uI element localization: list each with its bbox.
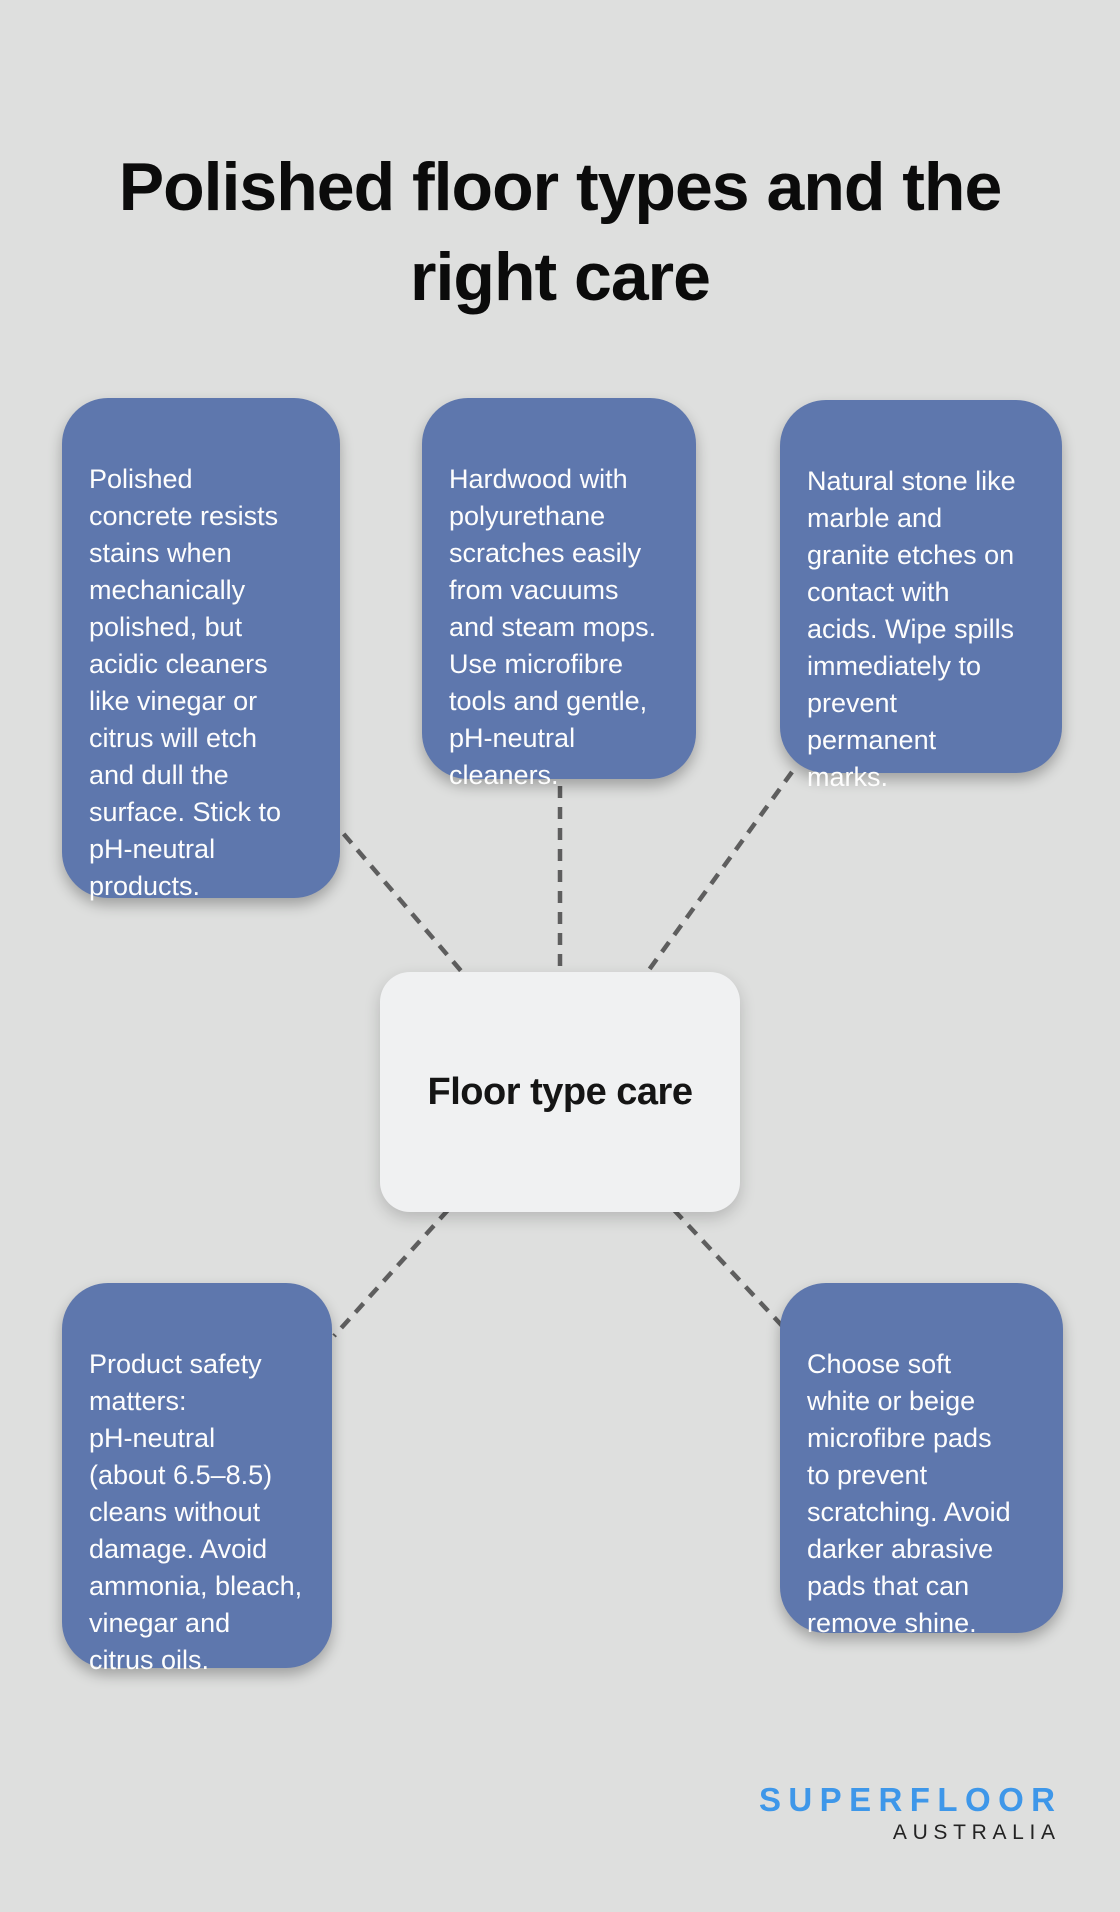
center-node: Floor type care [380,972,740,1212]
card-natural-stone: Natural stone like marble and granite et… [780,400,1062,792]
brand-logo: SUPERFLOOR AUSTRALIA [759,1782,1055,1846]
brand-region: AUSTRALIA [892,1821,1061,1844]
card-natural-stone-text: Natural stone like marble and granite et… [807,466,1016,792]
card-microfibre-pads: Choose soft white or beige microfibre pa… [780,1283,1063,1638]
card-hardwood-text: Hardwood with polyurethane scratches eas… [449,464,657,790]
center-node-label: Floor type care [427,1070,693,1113]
connector-line-microfibre-pads [672,1208,788,1332]
card-product-safety-text: Product safety matters: pH-neutral (abou… [89,1349,303,1675]
connector-line-polished-concrete [328,816,464,974]
card-polished-concrete-text: Polished concrete resists stains when me… [89,464,282,901]
brand-name: SUPERFLOOR [758,1781,1063,1818]
card-polished-concrete: Polished concrete resists stains when me… [62,398,340,901]
connector-line-natural-stone [644,770,794,976]
connector-line-product-safety [332,1208,450,1338]
card-hardwood: Hardwood with polyurethane scratches eas… [422,398,696,790]
card-product-safety: Product safety matters: pH-neutral (abou… [62,1283,332,1675]
card-microfibre-pads-text: Choose soft white or beige microfibre pa… [807,1349,1011,1638]
page-title: Polished floor types and the right care [118,148,1003,315]
